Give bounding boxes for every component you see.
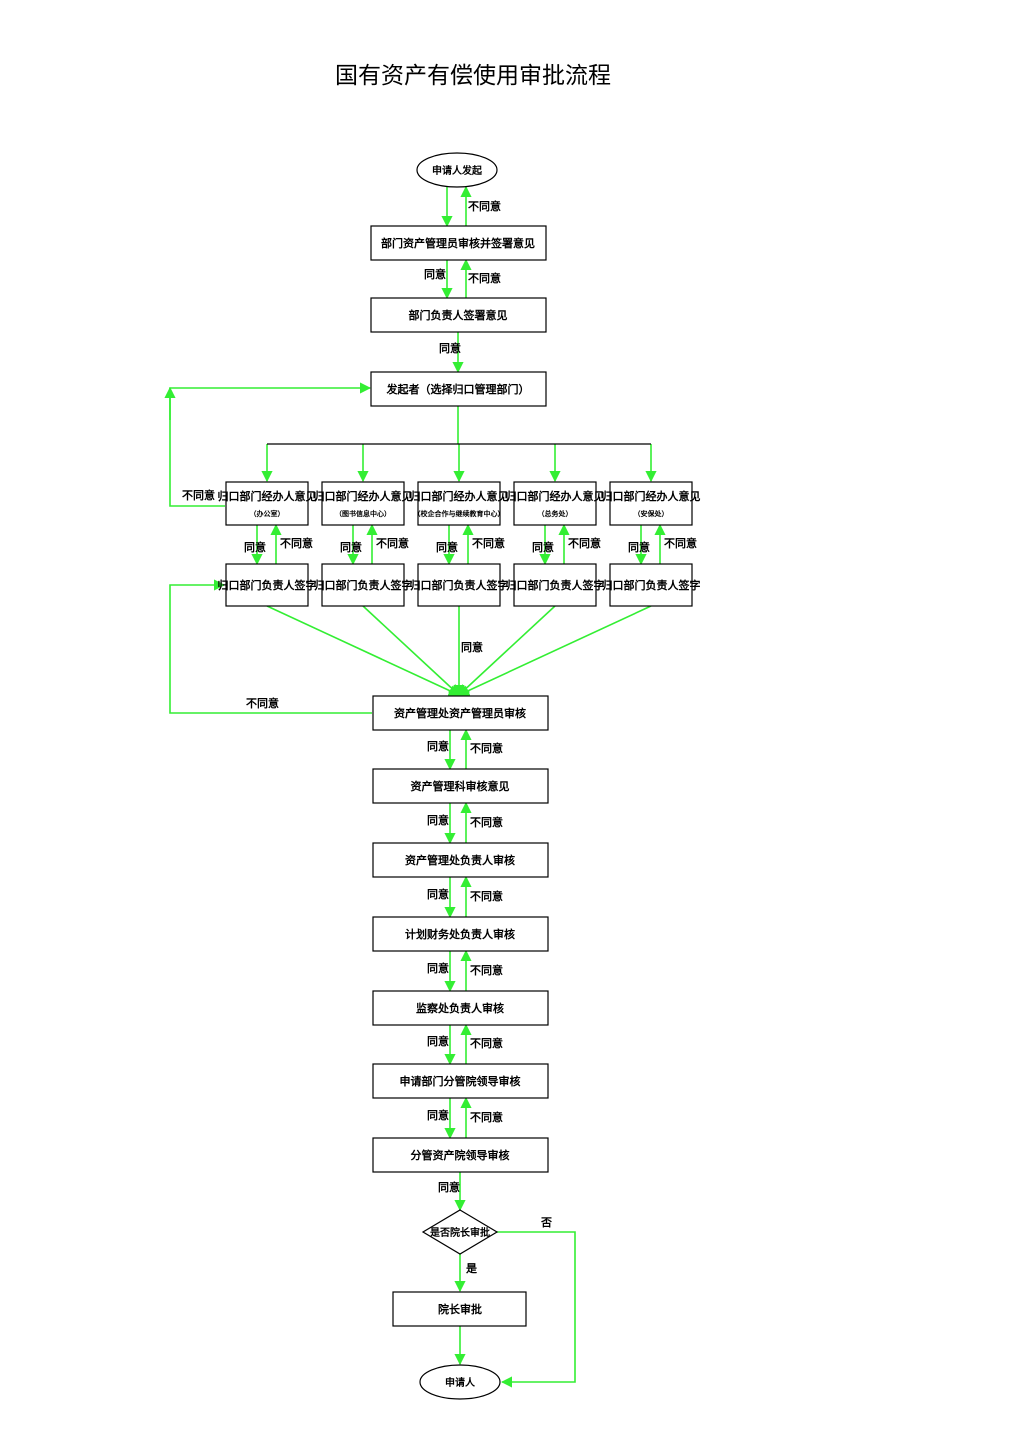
handler-1-label: 归口部门经办人意见 <box>218 489 317 503</box>
edge-label-agree: 同意 <box>427 739 449 753</box>
handler-3-label: 归口部门经办人意见 <box>410 489 509 503</box>
head-3-label: 归口部门负责人签字 <box>410 578 509 592</box>
node-finance-head-label: 计划财务处负责人审核 <box>405 927 515 941</box>
edge-label-disagree: 不同意 <box>472 536 505 550</box>
page-title: 国有资产有偿使用审批流程 <box>335 63 611 89</box>
edge-label-agree: 同意 <box>436 540 458 554</box>
node-decision: 是否院长审批 <box>421 1209 499 1255</box>
node-head-2: 归口部门负责人签字 <box>314 563 413 607</box>
edge-labels: 不同意 同意 不同意 同意 不同意 同意 不同意 同意 不同意 同意 不同意 同… <box>182 199 697 1275</box>
node-initiator-label: 发起者（选择归口管理部门） <box>386 382 530 396</box>
edge-label-agree: 同意 <box>427 1034 449 1048</box>
edge-label-disagree: 不同意 <box>468 199 501 213</box>
node-supervision-head: 监察处负责人审核 <box>372 990 549 1026</box>
node-asset-section: 资产管理科审核意见 <box>372 768 549 804</box>
node-head-4: 归口部门负责人签字 <box>506 563 605 607</box>
edge-label-disagree: 不同意 <box>568 536 601 550</box>
node-dept-asset-admin: 部门资产管理员审核并签署意见 <box>370 225 547 261</box>
edge-label-disagree: 不同意 <box>182 488 215 502</box>
handler-1-dept: （办公室） <box>250 509 285 518</box>
node-start-label: 申请人发起 <box>432 164 483 177</box>
node-handler-4: 归口部门经办人意见 （总务处） <box>506 481 605 526</box>
edge-label-agree: 同意 <box>340 540 362 554</box>
handler-3-dept: （校企合作与继续教育中心） <box>414 509 505 518</box>
node-asset-leader-label: 分管资产院领导审核 <box>411 1148 510 1162</box>
edge-label-disagree: 不同意 <box>470 963 503 977</box>
edge-label-agree: 同意 <box>461 640 483 654</box>
edge-label-disagree: 不同意 <box>246 696 279 710</box>
node-asset-office-admin: 资产管理处资产管理员审核 <box>372 695 549 731</box>
edge-label-disagree: 不同意 <box>468 271 501 285</box>
node-start: 申请人发起 <box>416 152 498 188</box>
edge-label-agree: 同意 <box>427 1108 449 1122</box>
handler-5-dept: （安保处） <box>634 509 669 518</box>
edge-label-disagree: 不同意 <box>470 1110 503 1124</box>
handler-4-dept: （总务处） <box>538 509 573 518</box>
node-handler-2: 归口部门经办人意见 （图书信息中心） <box>314 481 413 526</box>
edge-label-agree: 同意 <box>427 813 449 827</box>
node-head-3: 归口部门负责人签字 <box>410 563 509 607</box>
node-end-label: 申请人 <box>445 1376 476 1389</box>
node-dept-leader: 申请部门分管院领导审核 <box>372 1063 549 1099</box>
node-finance-head: 计划财务处负责人审核 <box>372 916 549 952</box>
edge-label-agree: 同意 <box>532 540 554 554</box>
head-4-label: 归口部门负责人签字 <box>506 578 605 592</box>
node-asset-office-admin-label: 资产管理处资产管理员审核 <box>394 706 526 720</box>
edge-label-agree: 同意 <box>424 267 446 281</box>
node-president-label: 院长审批 <box>438 1302 482 1316</box>
edge-label-agree: 同意 <box>628 540 650 554</box>
edge-label-agree: 同意 <box>438 1180 460 1194</box>
node-handler-3: 归口部门经办人意见 （校企合作与继续教育中心） <box>410 481 509 526</box>
node-asset-leader: 分管资产院领导审核 <box>372 1137 549 1173</box>
handler-4-label: 归口部门经办人意见 <box>506 489 605 503</box>
connectors <box>164 185 666 1388</box>
edge-label-disagree: 不同意 <box>280 536 313 550</box>
head-1-label: 归口部门负责人签字 <box>218 578 317 592</box>
node-asset-office-head-label: 资产管理处负责人审核 <box>405 853 515 867</box>
head-2-label: 归口部门负责人签字 <box>314 578 413 592</box>
node-head-5: 归口部门负责人签字 <box>602 563 701 607</box>
node-dept-asset-admin-label: 部门资产管理员审核并签署意见 <box>381 236 535 250</box>
edge-label-disagree: 不同意 <box>470 889 503 903</box>
edge-label-yes: 是 <box>465 1262 478 1275</box>
node-dept-leader-label: 申请部门分管院领导审核 <box>400 1074 521 1088</box>
edge-label-disagree: 不同意 <box>470 741 503 755</box>
edge-label-agree: 同意 <box>244 540 266 554</box>
edge-label-disagree: 不同意 <box>664 536 697 550</box>
node-handler-5: 归口部门经办人意见 （安保处） <box>602 481 701 526</box>
edge-label-agree: 同意 <box>427 961 449 975</box>
edge-label-no: 否 <box>540 1216 552 1229</box>
edge-label-disagree: 不同意 <box>470 1036 503 1050</box>
edge-label-agree: 同意 <box>439 341 461 355</box>
node-supervision-head-label: 监察处负责人审核 <box>416 1001 504 1015</box>
node-end: 申请人 <box>419 1364 501 1400</box>
edge-label-disagree: 不同意 <box>376 536 409 550</box>
node-president: 院长审批 <box>392 1291 527 1327</box>
node-dept-head-label: 部门负责人签署意见 <box>409 308 508 322</box>
handler-2-label: 归口部门经办人意见 <box>314 489 413 503</box>
node-head-1: 归口部门负责人签字 <box>218 563 317 607</box>
handler-2-dept: （图书信息中心） <box>335 509 391 518</box>
edge-label-disagree: 不同意 <box>470 815 503 829</box>
node-decision-label: 是否院长审批 <box>429 1226 490 1239</box>
node-initiator: 发起者（选择归口管理部门） <box>370 371 547 407</box>
node-asset-section-label: 资产管理科审核意见 <box>411 779 510 793</box>
node-asset-office-head: 资产管理处负责人审核 <box>372 842 549 878</box>
edge-label-agree: 同意 <box>427 887 449 901</box>
node-dept-head: 部门负责人签署意见 <box>370 297 547 333</box>
handler-5-label: 归口部门经办人意见 <box>602 489 701 503</box>
head-5-label: 归口部门负责人签字 <box>602 578 701 592</box>
node-handler-1: 归口部门经办人意见 （办公室） <box>218 481 317 526</box>
